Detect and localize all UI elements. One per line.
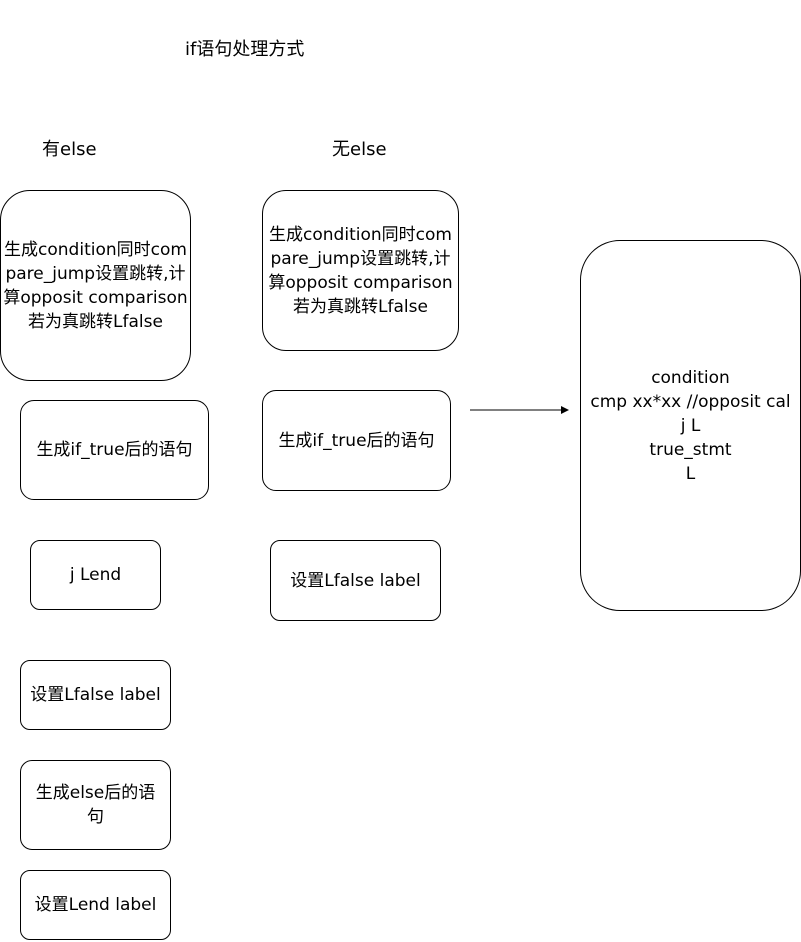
result-line: L — [685, 463, 696, 484]
without-else-step-lfalse-label: 设置Lfalse label — [270, 540, 441, 621]
without-else-heading: 无else — [332, 139, 387, 160]
without-else-step-condition: 生成condition同时compare_jump设置跳转,计算opposit … — [262, 190, 459, 351]
with-else-step-if-true: 生成if_true后的语句 — [20, 400, 209, 500]
with-else-heading: 有else — [42, 139, 97, 160]
with-else-step-lend-label: 设置Lend label — [20, 870, 171, 940]
with-else-step-jump-lend: j Lend — [30, 540, 161, 610]
with-else-step-else-stmt: 生成else后的语句 — [20, 760, 171, 850]
with-else-step-lfalse-label: 设置Lfalse label — [20, 660, 171, 730]
with-else-step-condition: 生成condition同时compare_jump设置跳转,计算opposit … — [0, 190, 191, 381]
result-line: cmp xx*xx //opposit cal — [590, 391, 791, 412]
result-box: condition cmp xx*xx //opposit cal j L tr… — [580, 240, 801, 611]
diagram-title: if语句处理方式 — [185, 39, 305, 60]
without-else-step-if-true: 生成if_true后的语句 — [262, 390, 451, 491]
result-line: true_stmt — [649, 439, 732, 460]
result-line: j L — [680, 415, 701, 436]
result-line: condition — [651, 367, 730, 388]
